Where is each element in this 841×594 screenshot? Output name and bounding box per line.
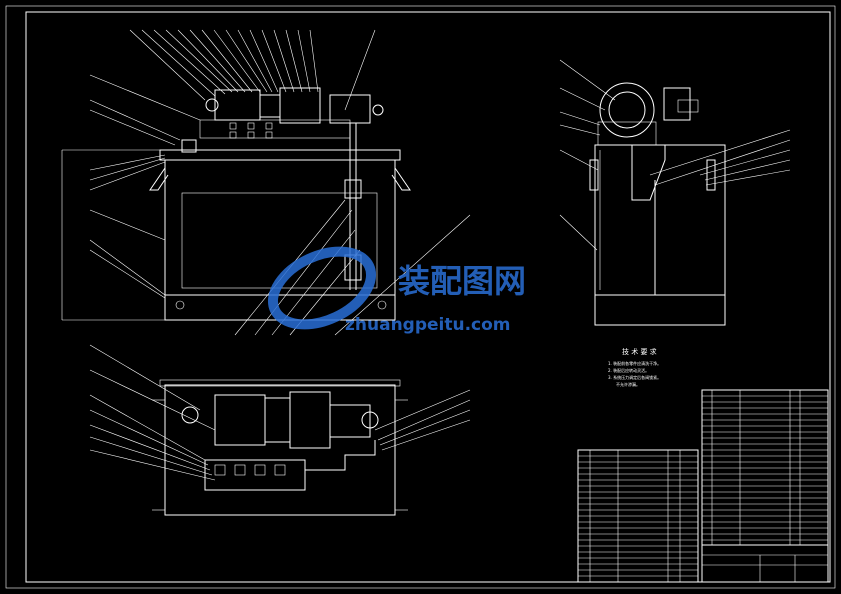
- top-view: [89, 344, 471, 516]
- tech-req-line-1: 1. 装配前各零件应清洗干净。: [608, 360, 661, 366]
- side-view: [559, 59, 791, 326]
- tech-req-line-2: 2. 装配后应转动灵活。: [608, 367, 649, 373]
- watermark-cn: 装配图网: [398, 262, 526, 300]
- tech-req-line-4: 不允许渗漏。: [616, 381, 640, 387]
- title-block: [701, 544, 829, 583]
- watermark-en: zhuangpeitu.com: [345, 315, 511, 335]
- outer-border: [5, 5, 836, 589]
- watermark: 装配图网 zhuangpeitu.com: [267, 246, 526, 335]
- inner-border: [25, 11, 831, 583]
- parts-list-left: [577, 449, 699, 583]
- parts-list-right: [701, 389, 829, 546]
- watermark-logo-icon: [267, 246, 377, 330]
- tech-req-title: 技 术 要 求: [622, 347, 657, 356]
- tech-req-line-3: 3. 系统压力调定后各阀锁紧。: [608, 374, 661, 380]
- tech-requirements: 技 术 要 求 1. 装配前各零件应清洗干净。 2. 装配后应转动灵活。 3. …: [608, 347, 661, 387]
